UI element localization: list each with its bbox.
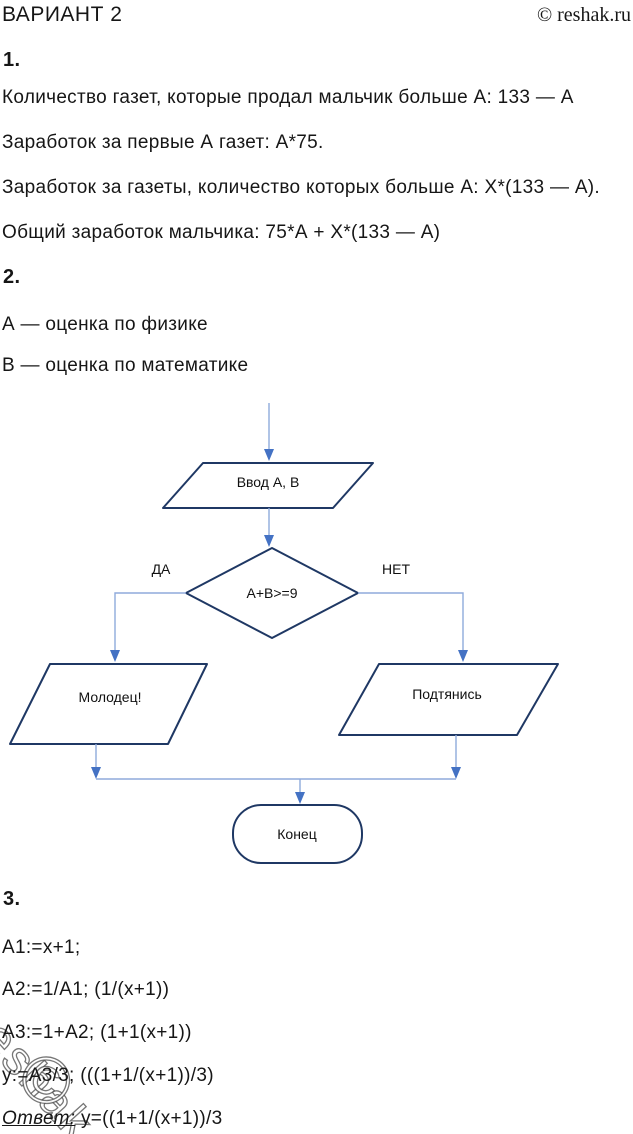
- flow-end-label: Конец: [277, 826, 316, 842]
- flow-arrowhead-icon: [458, 650, 468, 662]
- section3-line: y:=A3/3; (((1+1/(x+1))/3): [2, 1065, 214, 1086]
- flow-no-output-parallelogram: [338, 663, 559, 736]
- section3-line: A3:=1+A2; (1+1(x+1)): [2, 1022, 192, 1043]
- flow-yes-branch-line: [114, 592, 186, 650]
- section1-line: Заработок за газеты, количество которых …: [2, 177, 600, 198]
- flow-decision-diamond: [185, 547, 359, 639]
- flow-yes-output-label: Молодец!: [79, 689, 142, 705]
- section1-number: 1.: [3, 49, 21, 71]
- flow-no-label: НЕТ: [382, 561, 410, 577]
- flow-no-branch-line: [358, 592, 464, 650]
- copyright-note: © reshak.ru: [536, 4, 631, 26]
- flow-input-parallelogram: [162, 462, 374, 509]
- variant-title: ВАРИАНТ 2: [2, 3, 123, 26]
- flow-end-terminator: [232, 804, 363, 864]
- flow-arrowhead-icon: [264, 535, 274, 547]
- section3-number: 3.: [3, 888, 21, 910]
- answer-text: y=((1+1/(x+1))/3: [75, 1108, 223, 1129]
- section1-line: Количество газет, которые продал мальчик…: [2, 87, 574, 108]
- flow-arrowhead-icon: [110, 650, 120, 662]
- section1-line: Заработок за первые А газет: А*75.: [2, 132, 324, 153]
- flow-condition-label: А+В>=9: [247, 585, 298, 601]
- flow-input-label: Ввод А, В: [237, 474, 300, 490]
- flow-arrowhead-icon: [295, 792, 305, 804]
- section2-line: А — оценка по физике: [2, 314, 208, 335]
- answer-label: Ответ:: [2, 1108, 76, 1129]
- flow-arrowhead-icon: [91, 767, 101, 779]
- section3-answer: Ответ: y=((1+1/(x+1))/3: [2, 1108, 223, 1130]
- flow-yes-label: ДА: [152, 561, 171, 577]
- section3-line: A2:=1/A1; (1/(x+1)): [2, 979, 170, 1000]
- flow-yes-output-parallelogram: [9, 663, 208, 745]
- flow-arrowhead-icon: [451, 767, 461, 779]
- section2-number: 2.: [3, 266, 21, 288]
- section1-line: Общий заработок мальчика: 75*А + Х*(133 …: [2, 222, 441, 243]
- section2-line: В — оценка по математике: [2, 355, 249, 376]
- flow-entry-arrowhead-icon: [264, 449, 274, 461]
- section3-line: A1:=x+1;: [2, 937, 81, 958]
- flow-no-output-label: Подтянись: [412, 686, 482, 702]
- flowchart: Ввод А, В А+В>=9 ДА НЕТ Молодец! Подтяни…: [9, 403, 559, 864]
